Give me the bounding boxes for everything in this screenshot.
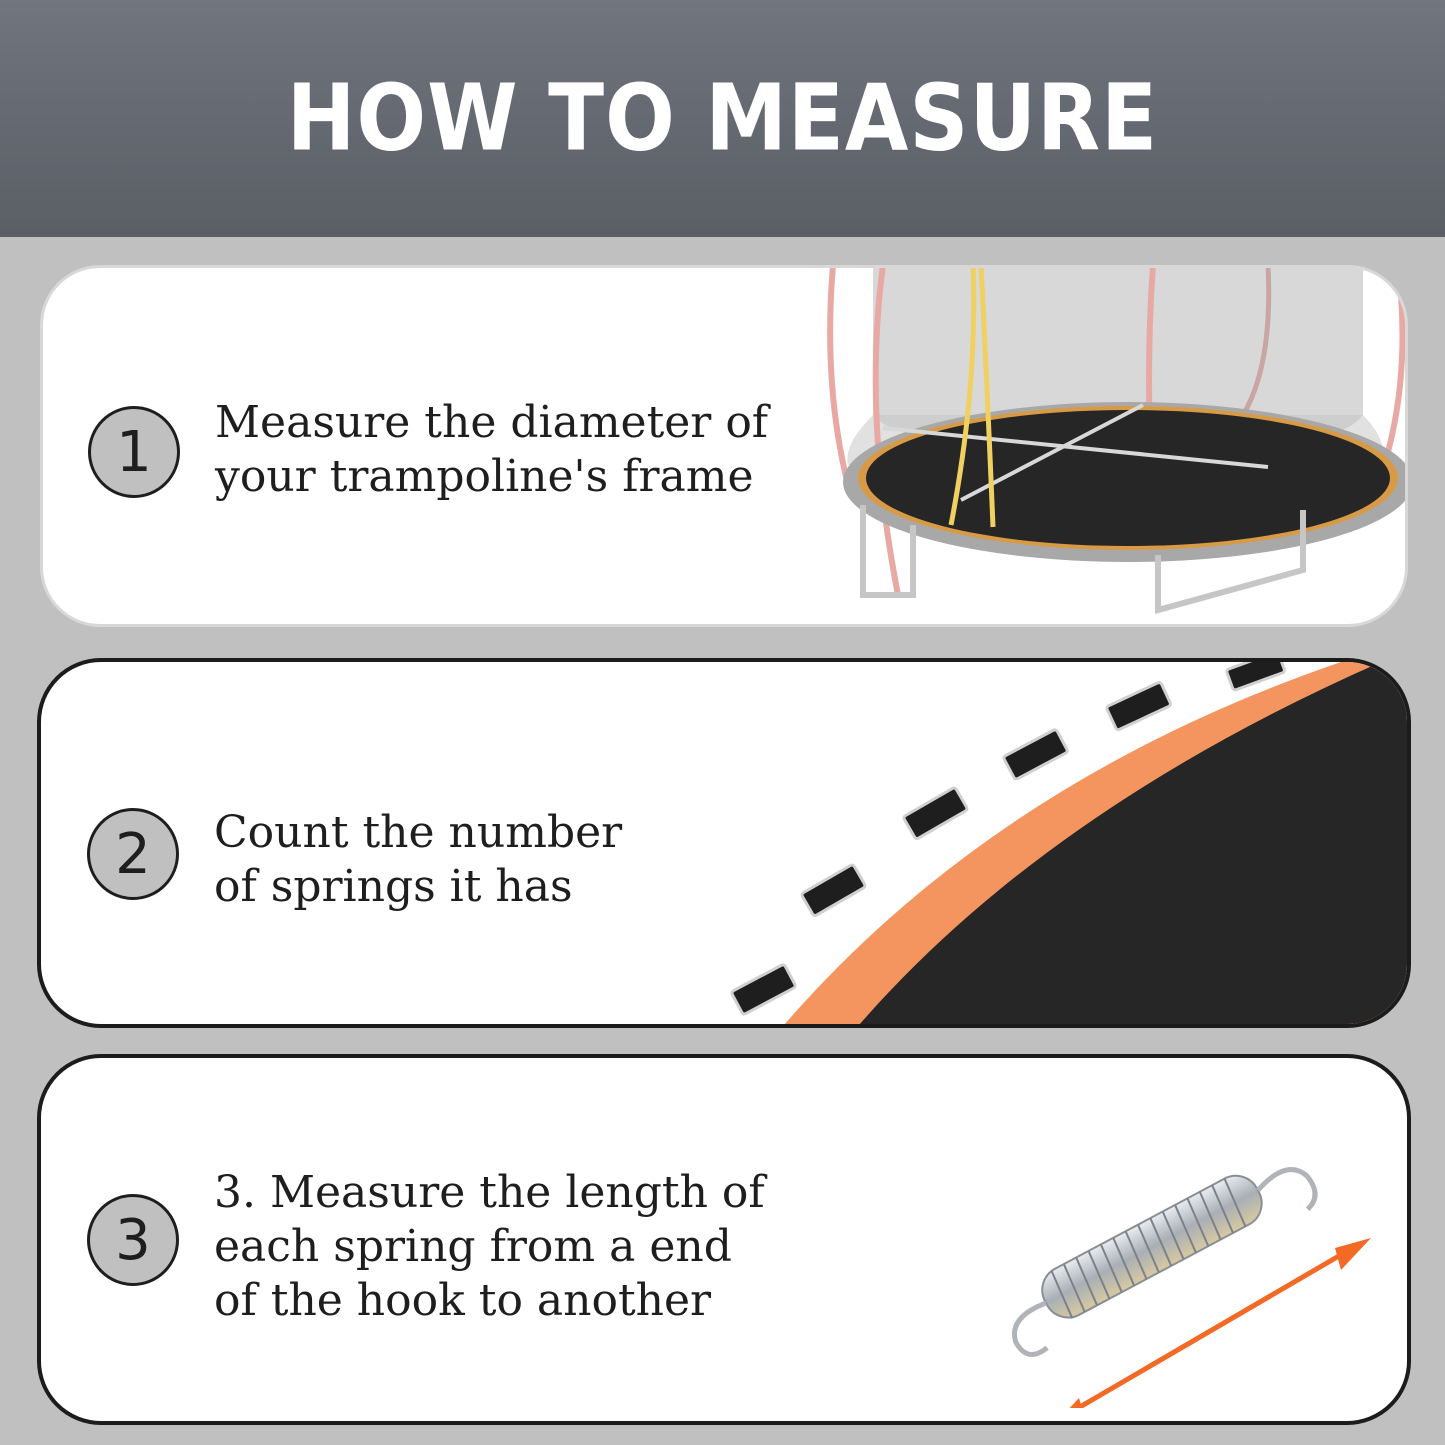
- trampoline-mat-image: [730, 662, 1407, 1024]
- step-1-text: Measure the diameter of your trampoline'…: [215, 397, 769, 502]
- step-number-badge: 2: [87, 808, 179, 900]
- step-2-text: Count the number of springs it has: [214, 807, 623, 912]
- spring-image: [1012, 1167, 1371, 1408]
- step-number-badge: 1: [88, 406, 180, 498]
- step-card-1: 1 Measure the diameter of your trampolin…: [40, 265, 1408, 627]
- step-card-3: 3 3. Measure the length of each spring f…: [37, 1054, 1411, 1425]
- trampoline-image: [827, 268, 1405, 614]
- double-arrow-icon: [1069, 1238, 1371, 1408]
- header-banner: HOW TO MEASURE: [0, 0, 1445, 237]
- step-3-text: 3. Measure the length of each spring fro…: [214, 1167, 765, 1326]
- step-number-badge: 3: [87, 1194, 179, 1286]
- page-title: HOW TO MEASURE: [286, 65, 1159, 172]
- step-card-2: 2 Count the number of springs it has: [37, 658, 1411, 1028]
